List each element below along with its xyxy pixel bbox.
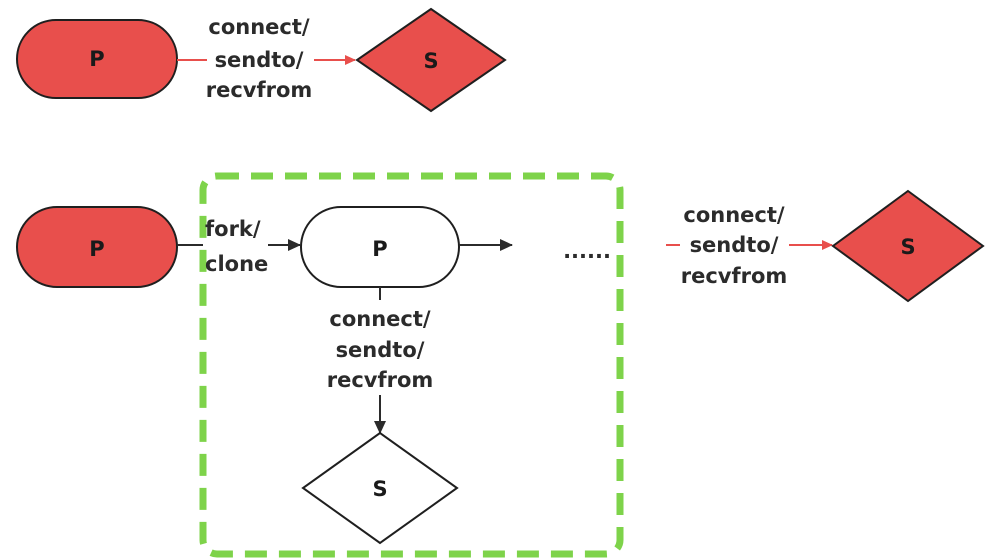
child-connect-label-3: recvfrom: [327, 368, 434, 392]
child-group-box: [199, 172, 624, 558]
child-connect-label-2: sendto/: [336, 338, 425, 362]
top-process-label: P: [89, 47, 104, 71]
ellipsis-label: ......: [563, 239, 611, 263]
top-connect-label-1: connect/: [208, 15, 310, 39]
child-process-label: P: [372, 237, 387, 261]
top-connect-label-3: recvfrom: [206, 78, 313, 102]
top-connect-label-2: sendto/: [215, 48, 304, 72]
parent-process-label: P: [89, 237, 104, 261]
child-server-node: [301, 431, 459, 545]
top-server-node: [355, 7, 507, 113]
fork-label-2: clone: [205, 252, 268, 276]
remote-connect-label-3: recvfrom: [681, 264, 788, 288]
fork-label-1: fork/: [205, 217, 261, 241]
top-server-label: S: [423, 49, 438, 73]
child-server-label: S: [372, 477, 387, 501]
parent-process-node: [16, 206, 178, 288]
remote-connect-label-2: sendto/: [690, 233, 779, 257]
child-connect-label-1: connect/: [329, 307, 431, 331]
remote-server-label: S: [900, 235, 915, 259]
remote-server-node: [831, 189, 985, 303]
remote-connect-label-1: connect/: [683, 203, 785, 227]
